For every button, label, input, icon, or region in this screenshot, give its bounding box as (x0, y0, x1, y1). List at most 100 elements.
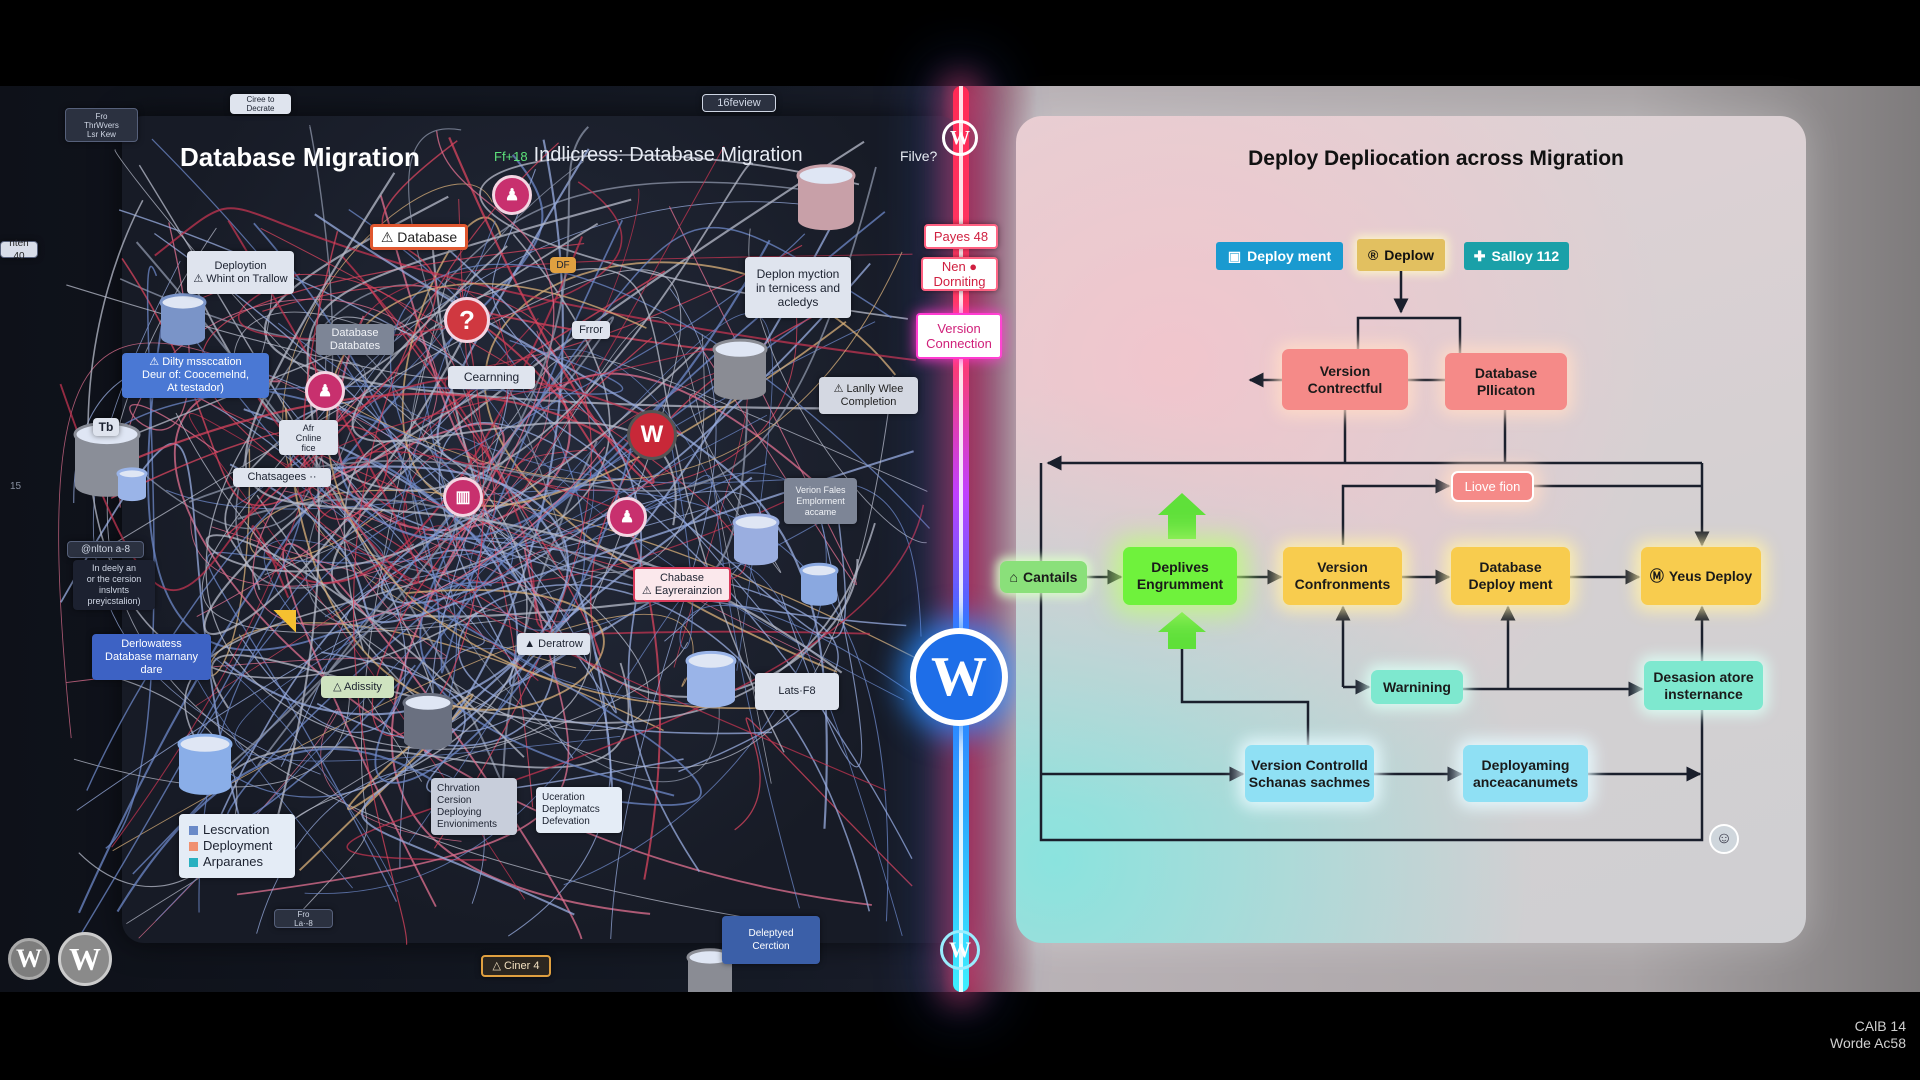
wire (154, 207, 916, 362)
wire (85, 137, 655, 485)
label-deplon-myction: Deplon myction in ternicess and acledys (745, 257, 851, 318)
wire (207, 448, 664, 732)
wire (201, 435, 527, 634)
label-version-connection[interactable]: Version Connection (916, 313, 1002, 359)
wire (318, 251, 903, 481)
label-chabase: Chabase ⚠ Eayrerainzion (633, 567, 731, 602)
wire (105, 265, 158, 849)
node-warnining[interactable]: Warnining (1371, 670, 1463, 704)
neon-divider (953, 86, 969, 992)
filve-label: Filve? (900, 148, 938, 164)
wire (244, 172, 843, 674)
label-fro-la8: Fro La·-8 (274, 909, 333, 928)
wire (205, 436, 592, 750)
wire (689, 393, 782, 573)
node-database-deployment[interactable]: Database Deploy ment (1451, 547, 1570, 605)
question-icon: ? (444, 297, 490, 343)
wire (188, 166, 877, 503)
tangled-wires (58, 125, 932, 992)
salloy-button[interactable]: ✚Salloy 112 (1464, 242, 1569, 270)
checklist-item-label: Deployment (203, 838, 273, 853)
wire (173, 380, 872, 906)
database-cylinder-icon (712, 338, 768, 400)
wire (371, 292, 653, 737)
node-deplives[interactable]: Deplives Engrumment (1123, 547, 1237, 605)
wire (361, 221, 835, 916)
ops-list-item: Defevation (542, 816, 590, 827)
node-deployaming[interactable]: Deployaming anceacanumets (1463, 745, 1588, 802)
node-desasion[interactable]: Desasion atore insternance (1644, 661, 1763, 710)
label-adissity: △ Adissity (321, 676, 394, 698)
salloy-button-label: Salloy 112 (1491, 248, 1560, 264)
wire (263, 468, 384, 650)
checkbox-icon (189, 858, 198, 868)
checklist-item-label: Arparanes (203, 854, 263, 869)
wire (203, 198, 495, 519)
env-list-item: Deploying (437, 806, 482, 818)
database-cylinder-icon (796, 164, 856, 231)
database-cylinder-icon (159, 293, 207, 346)
wire (408, 128, 567, 571)
ops-list-item: Uceration (542, 792, 585, 803)
preview-badge-label: 16feview (717, 96, 761, 109)
subtitle-text: Indlicress: Database Migration (533, 144, 803, 166)
database-cylinder-icon (177, 733, 233, 795)
label-ciree-to-decrate: Ciree to Decrate (230, 94, 291, 114)
checklist-item: Arparanes (189, 854, 263, 870)
wordpress-logo-icon: W (8, 938, 50, 980)
node-version-contrectful[interactable]: Version Contrectful (1282, 349, 1408, 410)
wire (305, 362, 606, 630)
avatar[interactable]: ☺ (1709, 824, 1739, 854)
label-ciner-4: △ Ciner 4 (481, 955, 551, 977)
wire (435, 130, 555, 575)
wire (229, 450, 914, 624)
checklist-item: Deployment (189, 838, 272, 854)
wordpress-small-icon: W (940, 930, 980, 970)
wordpress-logo-icon[interactable]: W (910, 628, 1008, 726)
registered-icon: ® (1367, 247, 1379, 263)
wire (155, 312, 773, 922)
label-database-warning: ⚠ Database (370, 224, 468, 250)
wire (157, 371, 675, 797)
wire (173, 310, 514, 744)
wire (190, 330, 551, 587)
label-fro-thrwvers: Fro ThrWvers Lsr Kew (65, 108, 138, 142)
deployment-button[interactable]: ▣Deploy ment (1216, 242, 1343, 270)
deplow-button[interactable]: ®Deplow (1357, 239, 1445, 271)
wire (263, 198, 632, 864)
preview-badge[interactable]: 16feview (702, 94, 776, 112)
node-version-controlld[interactable]: Version Controlld Schanas sachmes (1245, 745, 1374, 802)
label-deploytion: Deploytion ⚠ Whint on Trallow (187, 251, 294, 294)
user-icon: ♟ (607, 497, 647, 537)
wire (112, 613, 694, 852)
label-deleptyed-cerction: Deleptyed Cerction (722, 916, 820, 964)
label-in-deely: In deely an or the cersion inslvnts prey… (73, 560, 155, 610)
deployment-button-label: Deploy ment (1247, 248, 1332, 264)
wire (138, 708, 462, 939)
user-icon: ♟ (305, 371, 345, 411)
checklist-item: Lescrvation (189, 822, 269, 838)
node-database-pllicaton[interactable]: Database Pllicaton (1445, 353, 1567, 410)
wire (610, 288, 717, 940)
label-chatsagees: Chatsagees ·· (233, 468, 331, 487)
wire (220, 549, 556, 815)
label-cearnning: Cearnning (448, 366, 535, 389)
badge-icon: Ⓜ (1649, 567, 1664, 584)
wire (734, 717, 913, 887)
wire (234, 414, 768, 762)
w-badge-icon: W (627, 410, 677, 460)
wire (491, 168, 778, 631)
label-afr-cnline: Afr Cnline fice (279, 420, 338, 455)
wire (399, 264, 681, 622)
node-version-confronments[interactable]: Version Confronments (1283, 547, 1402, 605)
database-cylinder-icon (732, 513, 780, 566)
wire (479, 154, 908, 320)
node-liove-fion[interactable]: Liove fion (1451, 471, 1534, 502)
corner-line-1: CAlB 14 (1854, 1018, 1906, 1034)
database-cylinder-icon (116, 467, 148, 502)
node-cantails[interactable]: ⌂Cantails (1000, 561, 1087, 593)
wire (219, 126, 589, 774)
